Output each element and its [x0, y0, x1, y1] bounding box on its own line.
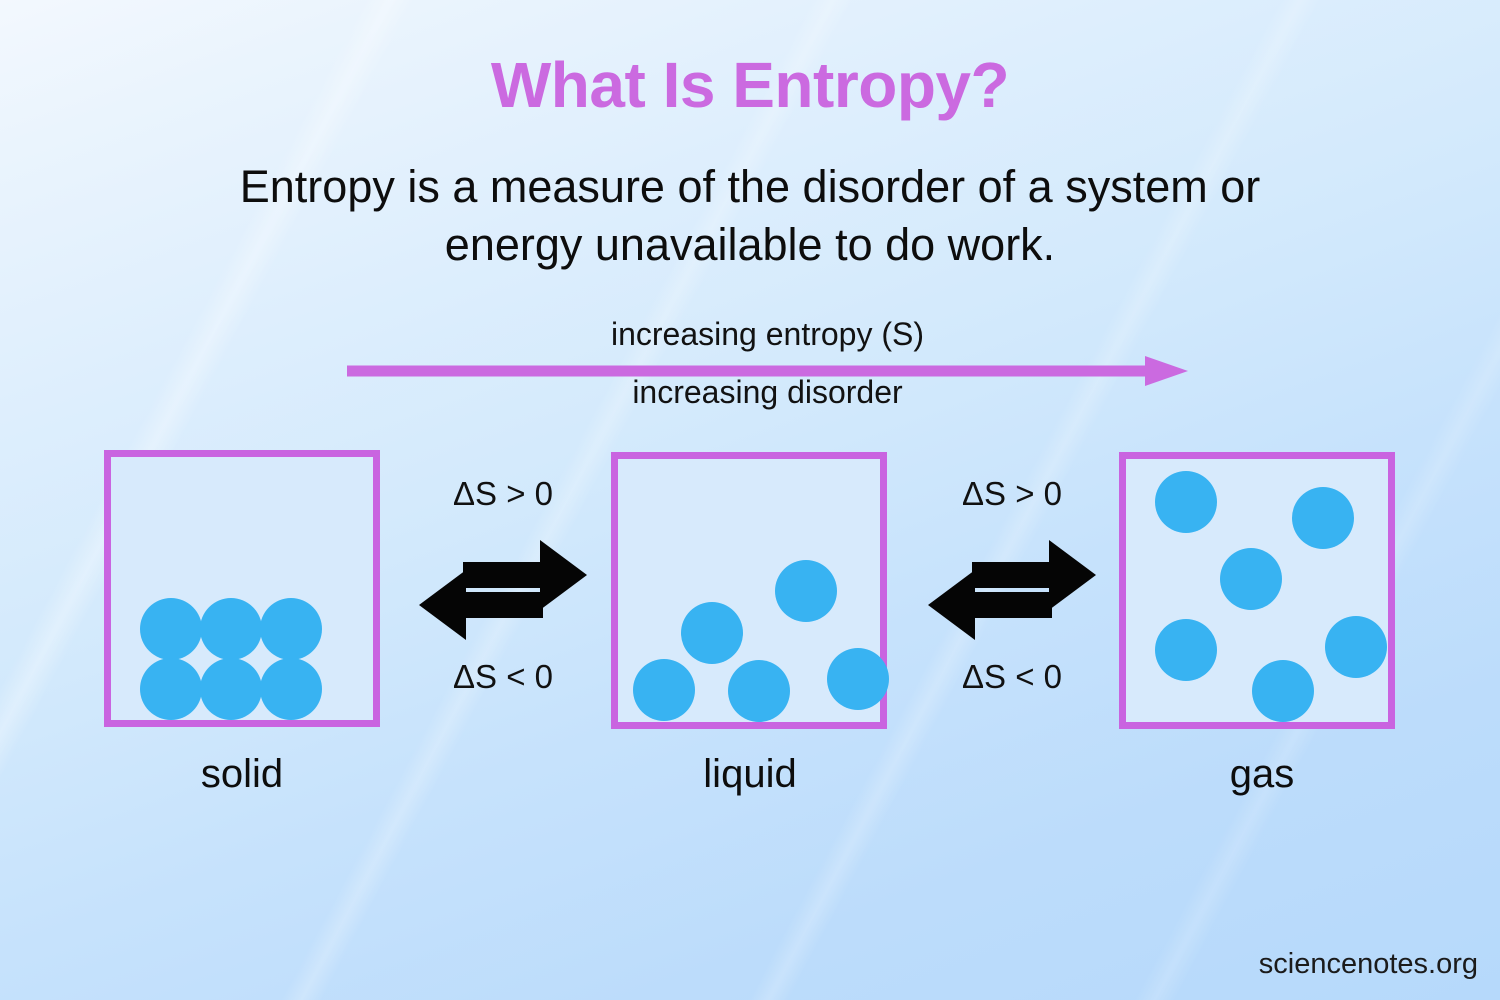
particle-solid-5	[200, 658, 262, 720]
particle-gas-4	[1155, 619, 1217, 681]
particle-liquid-4	[775, 560, 837, 622]
delta-s-negative-label-solid-liquid: ΔS < 0	[452, 658, 553, 695]
page-title: What Is Entropy?	[490, 49, 1010, 121]
entropy-axis: increasing entropy (S) increasing disord…	[345, 316, 1190, 416]
delta-s-positive-label-liquid-gas: ΔS > 0	[961, 475, 1062, 512]
delta-s-negative-label-liquid-gas: ΔS < 0	[961, 658, 1062, 695]
phase-label-solid: solid	[200, 752, 284, 796]
double-arrow-icon	[924, 530, 1100, 650]
axis-label-increasing-entropy: increasing entropy (S)	[610, 316, 925, 352]
transition-arrows-solid-liquid: ΔS > 0 ΔS < 0	[403, 475, 603, 705]
axis-label-increasing-disorder: increasing disorder	[632, 374, 903, 410]
phase-box-gas	[1119, 452, 1395, 729]
particle-solid-4	[140, 658, 202, 720]
particle-liquid-3	[728, 660, 790, 722]
site-watermark: sciencenotes.org	[1258, 948, 1478, 980]
particle-gas-5	[1325, 616, 1387, 678]
particle-solid-3	[260, 598, 322, 660]
right-arrow-icon	[345, 356, 1190, 386]
particle-solid-2	[200, 598, 262, 660]
particle-solid-6	[260, 658, 322, 720]
phase-box-solid	[104, 450, 380, 727]
delta-s-positive-label-solid-liquid: ΔS > 0	[452, 475, 553, 512]
definition-text: Entropy is a measure of the disorder of …	[239, 161, 1261, 270]
double-arrow-icon	[415, 530, 591, 650]
particle-gas-2	[1292, 487, 1354, 549]
particle-liquid-1	[633, 659, 695, 721]
particle-liquid-5	[827, 648, 889, 710]
phase-label-liquid: liquid	[703, 752, 797, 796]
transition-arrows-liquid-gas: ΔS > 0 ΔS < 0	[912, 475, 1112, 705]
particle-liquid-2	[681, 602, 743, 664]
particle-gas-3	[1220, 548, 1282, 610]
phase-label-gas: gas	[1229, 752, 1295, 796]
particle-gas-6	[1252, 660, 1314, 722]
phase-box-liquid	[611, 452, 889, 729]
particle-solid-1	[140, 598, 202, 660]
particle-gas-1	[1155, 471, 1217, 533]
